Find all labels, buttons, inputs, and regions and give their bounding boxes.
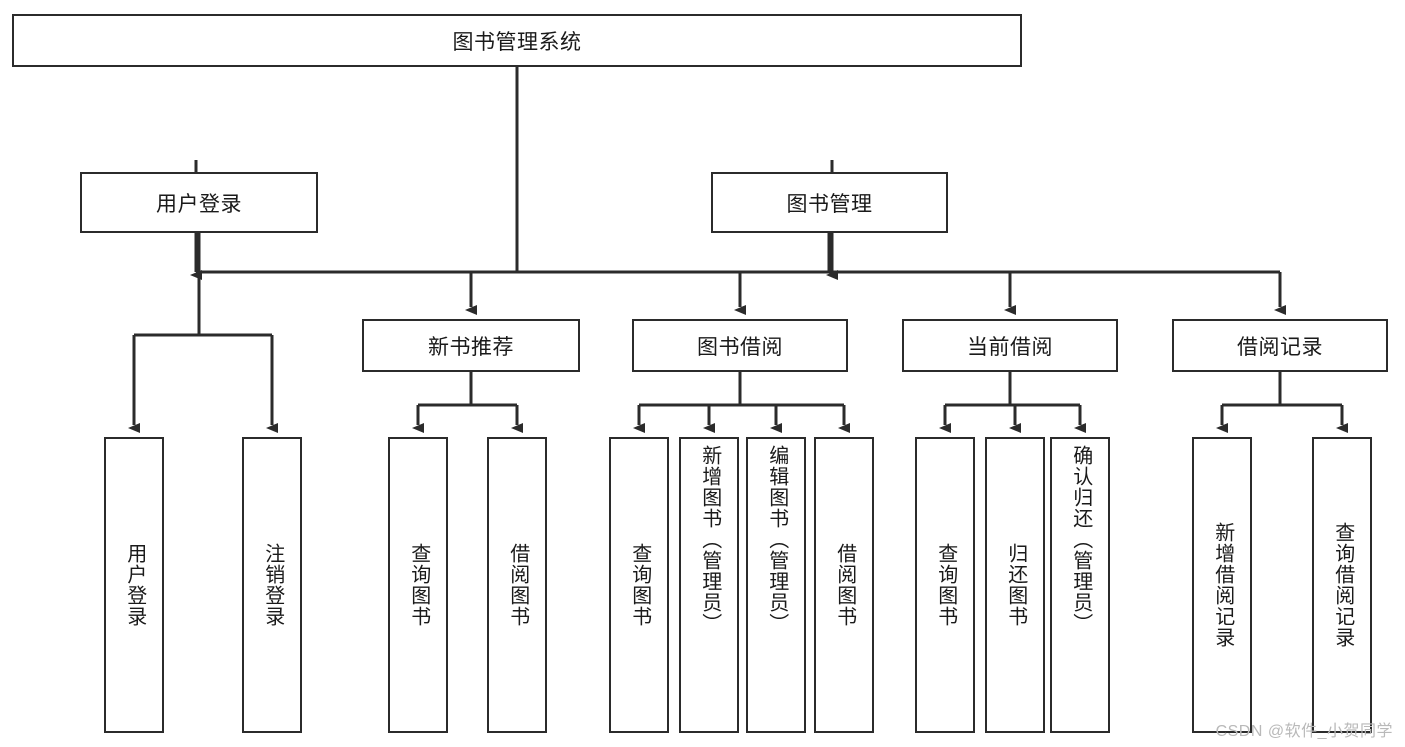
node-borrow-record-label: 借阅记录: [1237, 335, 1323, 359]
node-user-login-label: 用户登录: [156, 192, 242, 216]
node-leaf-confirm-return-label: 确认归还（管理员）: [1069, 445, 1092, 634]
node-book-manage-label: 图书管理: [786, 192, 873, 216]
node-borrow-record[interactable]: 借阅记录: [1172, 319, 1388, 372]
node-leaf-borrow-book[interactable]: 借阅图书: [814, 437, 874, 733]
node-leaf-borrow-book-label: 借阅图书: [833, 543, 856, 627]
node-book-borrow-label: 图书借阅: [697, 335, 783, 359]
node-leaf-query-record[interactable]: 查询借阅记录: [1312, 437, 1372, 733]
node-leaf-query-book-cur[interactable]: 查询图书: [915, 437, 975, 733]
node-leaf-query-book-rec[interactable]: 查询图书: [388, 437, 448, 733]
node-root-label: 图书管理系统: [452, 30, 582, 54]
node-book-manage[interactable]: 图书管理: [711, 172, 948, 233]
node-leaf-logout[interactable]: 注销登录: [242, 437, 302, 733]
node-leaf-add-record-label: 新增借阅记录: [1211, 522, 1234, 648]
node-leaf-confirm-return[interactable]: 确认归还（管理员）: [1050, 437, 1110, 733]
node-book-borrow[interactable]: 图书借阅: [632, 319, 848, 372]
node-user-login[interactable]: 用户登录: [80, 172, 318, 233]
node-leaf-query-book-cur-label: 查询图书: [934, 543, 957, 627]
watermark-text: CSDN @软件_小贺同学: [1215, 723, 1393, 740]
node-leaf-logout-label: 注销登录: [261, 543, 284, 627]
edge-group-book-borrow: [633, 372, 850, 433]
node-current-borrow[interactable]: 当前借阅: [902, 319, 1118, 372]
node-current-borrow-label: 当前借阅: [967, 335, 1053, 359]
node-leaf-add-book[interactable]: 新增图书（管理员）: [679, 437, 739, 733]
node-leaf-query-book-rec-label: 查询图书: [407, 543, 430, 627]
node-leaf-borrow-book-rec-label: 借阅图书: [506, 543, 529, 627]
node-leaf-borrow-book-rec[interactable]: 借阅图书: [487, 437, 547, 733]
node-leaf-user-login[interactable]: 用户登录: [104, 437, 164, 733]
edge-group-borrow-record: [1216, 372, 1348, 433]
node-leaf-query-book-borrow[interactable]: 查询图书: [609, 437, 669, 733]
edge-group-user-login: [128, 233, 278, 433]
edge-group-book-manage: [465, 233, 1286, 315]
edge-group-current-borrow: [939, 372, 1086, 433]
node-leaf-return-book[interactable]: 归还图书: [985, 437, 1045, 733]
node-leaf-add-book-label: 新增图书（管理员）: [698, 445, 721, 634]
node-root[interactable]: 图书管理系统: [12, 14, 1022, 67]
node-new-book-rec[interactable]: 新书推荐: [362, 319, 580, 372]
edge-group-new-book-rec: [412, 372, 523, 433]
node-leaf-return-book-label: 归还图书: [1004, 543, 1027, 627]
node-leaf-edit-book-label: 编辑图书（管理员）: [765, 445, 788, 634]
node-leaf-query-record-label: 查询借阅记录: [1331, 522, 1354, 648]
edge-group-root: [190, 67, 838, 280]
node-leaf-edit-book[interactable]: 编辑图书（管理员）: [746, 437, 806, 733]
node-leaf-add-record[interactable]: 新增借阅记录: [1192, 437, 1252, 733]
node-leaf-query-book-borrow-label: 查询图书: [628, 543, 651, 627]
node-new-book-rec-label: 新书推荐: [428, 335, 514, 359]
node-leaf-user-login-label: 用户登录: [123, 543, 146, 627]
